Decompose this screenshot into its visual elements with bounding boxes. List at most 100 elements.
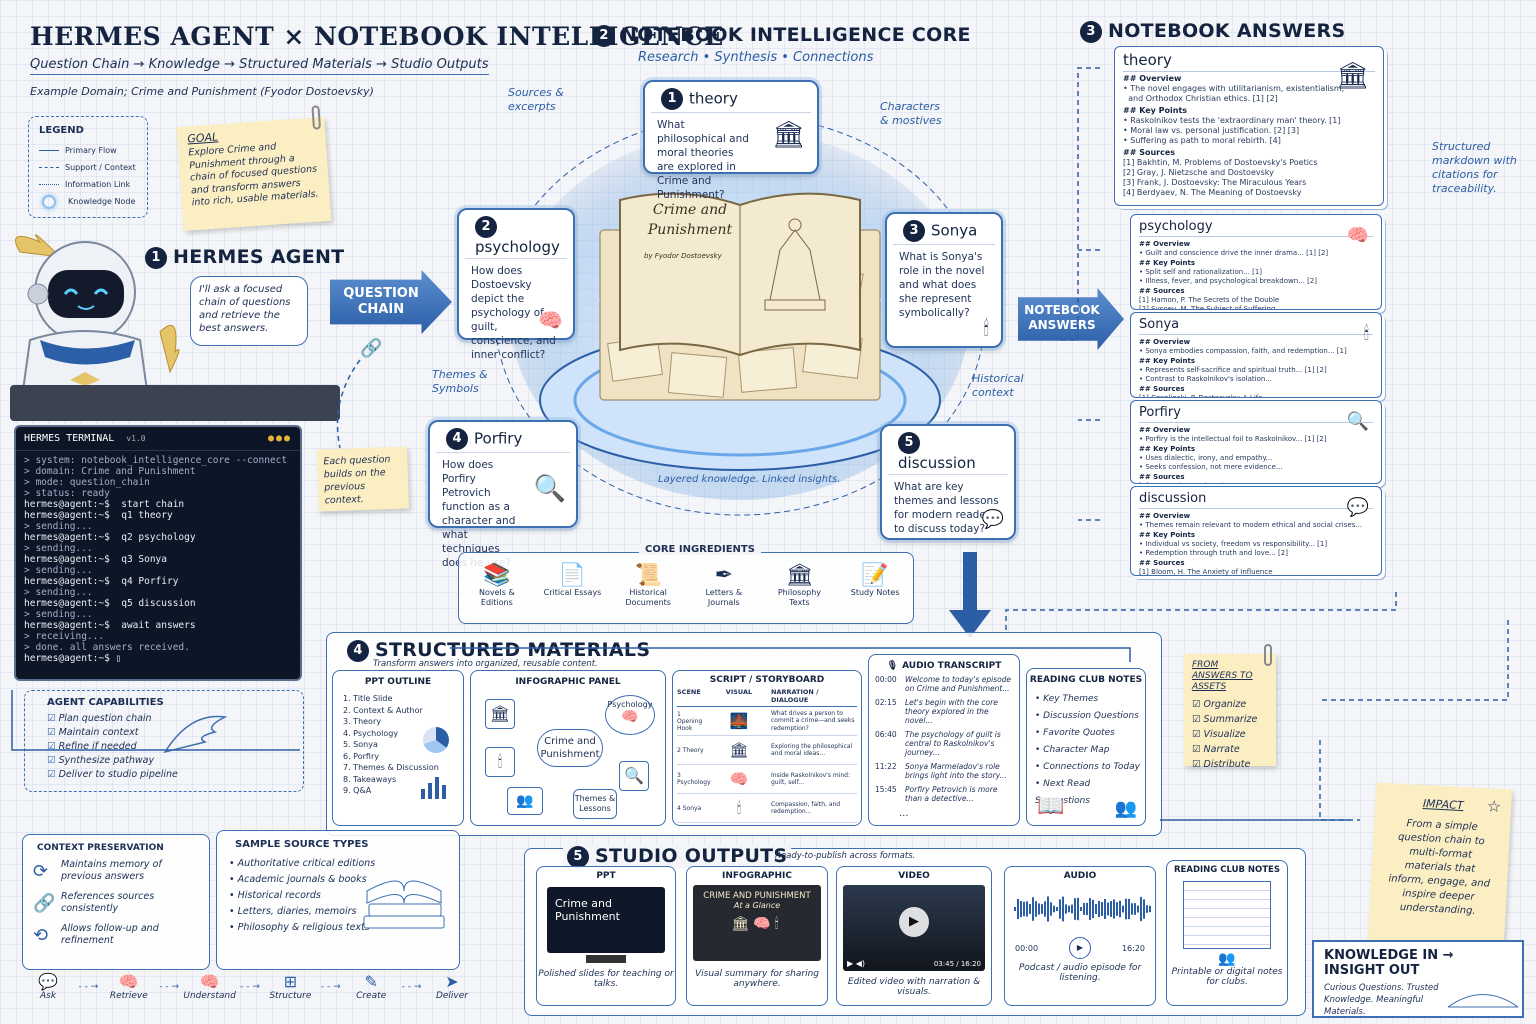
- pipeline-icon: 🧠: [118, 972, 139, 991]
- club-note-item: • Character Map: [1035, 745, 1110, 755]
- answer-doc-theory[interactable]: theory 🏛 ## Overview • The novel engages…: [1114, 46, 1384, 206]
- play-button[interactable]: ▶: [899, 907, 929, 937]
- terminal-line: hermes@agent:~$ q5 discussion: [24, 598, 196, 609]
- context-item: 🔗References sources consistently: [33, 891, 209, 915]
- studio-ppt[interactable]: PPT Crime and Punishment Polished slides…: [536, 866, 676, 1006]
- studio-reading-club[interactable]: READING CLUB NOTES 👥 Printable or digita…: [1166, 860, 1288, 1006]
- storyboard-visual: 🏛: [729, 741, 749, 759]
- studio-video[interactable]: VIDEO ▶ ▶ ◀) 03:45 / 16:20 Edited video …: [836, 866, 992, 1006]
- studio-audio[interactable]: AUDIO 00:00 ▶ 16:20 Podcast / audio epis…: [1004, 866, 1156, 1006]
- pillar-icon: 🏛: [485, 699, 515, 729]
- doc-point: • Individual vs society, freedom vs resp…: [1139, 540, 1328, 548]
- ppt-item: 8. Takeaways: [343, 774, 397, 784]
- doc-point: • Uses dialectic, irony, and empathy...: [1139, 454, 1273, 462]
- infographic-node-themes: Themes & Lessons: [573, 789, 617, 819]
- ingredient-label: Study Notes: [850, 588, 900, 597]
- terminal-output: > system: notebook_intelligence_core --c…: [16, 451, 300, 668]
- storyboard-narration: Inside Raskolnikov's mind: guilt, self..…: [771, 771, 850, 787]
- context-label: References sources consistently: [61, 891, 155, 914]
- ingredient-item: 📝Study Notes: [844, 563, 906, 608]
- doc-icon: 🕯: [1363, 323, 1369, 344]
- ingredient-icon: 🏛: [785, 563, 814, 588]
- pipeline-icon: 💬: [38, 972, 58, 991]
- question-card-discussion[interactable]: 5discussion What are key themes and less…: [880, 424, 1016, 540]
- infographic-node-psychology: Psychology🧠: [605, 695, 655, 735]
- doc-points-heading: ## Key Points: [1139, 531, 1196, 539]
- window-dots-icon: ●●●: [267, 433, 292, 444]
- pipeline-icon: ➤: [445, 972, 459, 991]
- transcript-time: 00:00: [875, 675, 897, 684]
- storyboard-narration: Compassion, faith, and redemption...: [771, 800, 841, 816]
- transcript-time: 11:22: [875, 762, 897, 771]
- waveform-icon: [1014, 896, 1151, 922]
- terminal-line: > sending...: [24, 587, 93, 598]
- pipeline-step: ➤Deliver: [424, 972, 480, 1016]
- book-stack-icon: [363, 880, 445, 929]
- sample-source-types: SAMPLE SOURCE TYPES • Authoritative crit…: [216, 830, 460, 970]
- answer-doc-sonya[interactable]: Sonya🕯## Overview• Sonya embodies compas…: [1130, 312, 1382, 398]
- audio-play-button[interactable]: ▶: [1069, 937, 1091, 959]
- candle-icon: 🕯: [485, 747, 515, 777]
- context-icon: ⟲: [33, 924, 49, 946]
- goal-note: GOAL Explore Crime and Punishment throug…: [176, 105, 332, 232]
- agent-bubble-text: I'll ask a focused chain of questions an…: [199, 284, 291, 334]
- impact-note: IMPACT From a simple question chain to m…: [1367, 782, 1513, 950]
- pipeline-label: Create: [356, 991, 387, 1001]
- book-title: Crime and Punishment: [647, 202, 733, 238]
- storyboard-visual: 🌉: [729, 712, 749, 730]
- source-type-item: • Academic journals & books: [229, 874, 367, 885]
- terminal-line: hermes@agent:~$ q1 theory: [24, 510, 173, 521]
- doc-source: [2] Sysoev, M. The Subject of Suffering: [1139, 305, 1276, 310]
- ingredient-label: Novels & Editions: [478, 588, 515, 607]
- studio-infographic[interactable]: INFOGRAPHIC CRIME AND PUNISHMENT At a Gl…: [686, 866, 828, 1006]
- pipeline-step: ✎Create: [343, 972, 399, 1016]
- doc-point: • Illness, fever, and psychological brea…: [1139, 277, 1317, 285]
- context-item: ⟳Maintains memory of previous answers: [33, 859, 209, 883]
- answer-doc-discussion[interactable]: discussion💬## Overview• Themes remain re…: [1130, 486, 1382, 576]
- answer-doc-psychology[interactable]: psychology🧠## Overview• Guilt and consci…: [1130, 214, 1382, 310]
- ppt-item: 7. Themes & Discussion: [343, 763, 439, 772]
- ppt-item: 9. Q&A: [343, 786, 372, 795]
- storyboard-narration: Exploring the philosophical and moral id…: [771, 742, 853, 758]
- notebook-icon: [1183, 881, 1271, 949]
- ingredient-item: 📚Novels & Editions: [466, 563, 528, 608]
- doc-overview: • Themes remain relevant to modern ethic…: [1139, 521, 1363, 529]
- pipeline-arrow: - - →: [240, 982, 260, 992]
- question-chain-note: Each question builds on the previous con…: [316, 446, 410, 512]
- doc-point: • Contrast to Raskolnikov's isolation...: [1139, 375, 1273, 383]
- pipeline-label: Understand: [183, 991, 236, 1001]
- doc-overview: • Porfiry is the intellectual foil to Ra…: [1139, 435, 1327, 443]
- core-subtitle: Research • Synthesis • Connections: [638, 50, 874, 65]
- ppt-item: 2. Context & Author: [343, 705, 423, 715]
- doc-icon: 🧠: [1346, 225, 1369, 246]
- agent-speech-bubble: I'll ask a focused chain of questions an…: [190, 276, 308, 346]
- question-card-psychology[interactable]: 2psychology How does Dostoevsky depict t…: [457, 208, 575, 361]
- infographic-panel[interactable]: INFOGRAPHIC PANEL Crime and Punishment P…: [470, 670, 666, 826]
- terminal-line: hermes@agent:~$ await answers: [24, 620, 196, 631]
- magnifier-icon: 🔍: [533, 474, 566, 504]
- answer-doc-porfiry[interactable]: Porfiry🔍## Overview• Porfiry is the inte…: [1130, 400, 1382, 484]
- transcript-text: Porfiry Petrovich is more than a detecti…: [905, 785, 998, 803]
- ingredient-icon: ✒: [714, 563, 734, 588]
- video-controls[interactable]: ▶ ◀): [847, 959, 865, 968]
- transcript-text: The psychology of guilt is central to Ra…: [905, 730, 1001, 757]
- hermes-terminal[interactable]: HERMES TERMINAL v1.0 ●●● > system: noteb…: [14, 425, 302, 681]
- terminal-line: > receiving...: [24, 631, 105, 642]
- doc-overview: • Sonya embodies compassion, faith, and …: [1139, 347, 1347, 355]
- pipeline-icon: ⊞: [283, 972, 298, 991]
- people-icon: 👥: [1114, 798, 1137, 819]
- ingredient-icon: 📚: [483, 563, 511, 588]
- infographic-center-node: Crime and Punishment: [537, 729, 603, 767]
- club-note-item: • Favorite Quotes: [1035, 728, 1115, 738]
- reading-club-notes[interactable]: READING CLUB NOTES • Key Themes• Discuss…: [1026, 668, 1146, 826]
- brain-icon: 🧠: [538, 308, 563, 332]
